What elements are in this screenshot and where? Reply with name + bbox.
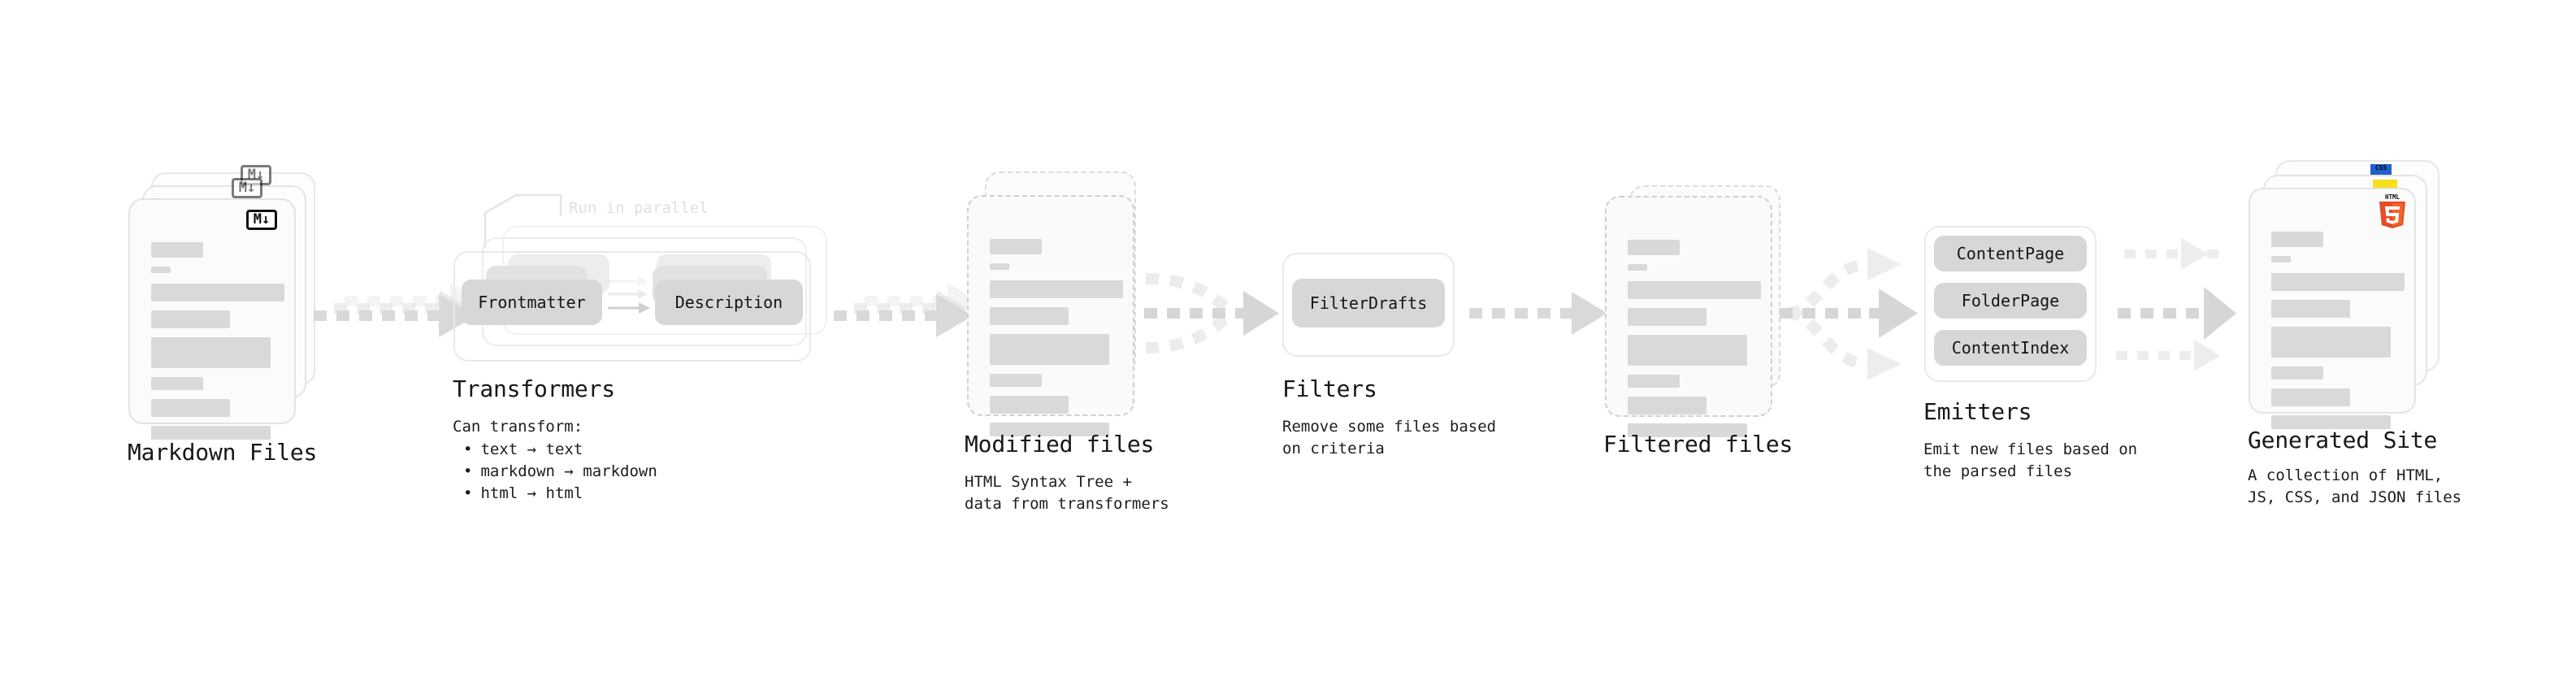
modified-files-subtitle: HTML Syntax Tree + data from transformer… [965,473,1169,513]
bullet-dot: • [463,462,473,480]
markdown-skeleton [151,242,284,449]
generated-site-subtitle: A collection of HTML, JS, CSS, and JSON … [2248,466,2462,506]
stage-title-filters: Filters [1282,375,1377,402]
svg-text:HTML: HTML [2385,193,2400,201]
transformers-subtitle: Can transform: [453,418,583,436]
run-in-parallel-label: Run in parallel [569,199,709,217]
emitter-node-folderpage[interactable]: FolderPage [1934,283,2087,319]
site-skeleton [2271,232,2405,438]
markdown-icon: M↓ [246,210,277,230]
bullet-text-2: html → html [480,484,583,502]
bullet-dot: • [463,484,473,502]
css-icon: CSS [2370,164,2392,175]
stage-title-generated-site: Generated Site [2248,427,2438,453]
markdown-card-front[interactable] [128,198,296,440]
bullet-text-1: markdown → markdown [480,462,657,480]
bullet-dot: • [463,440,473,458]
filtered-card-front[interactable] [1605,196,1772,437]
transformer-node-description[interactable]: Description [655,280,803,325]
modified-skeleton [990,239,1123,445]
transformer-group-front[interactable] [453,251,811,362]
site-card-front[interactable] [2249,188,2416,429]
emitter-node-contentindex[interactable]: ContentIndex [1934,330,2087,366]
emitters-subtitle: Emit new files based on the parsed files [1923,440,2138,480]
html5-icon: HTML [2379,193,2405,228]
emitters-group[interactable] [1924,226,2097,382]
transformers-bullets: • text → text • markdown → markdown • ht… [463,439,657,505]
modified-card-front[interactable] [967,195,1134,436]
emitter-node-contentpage[interactable]: ContentPage [1934,236,2087,271]
filters-group[interactable] [1282,253,1455,357]
markdown-icon-back-1: M↓ [232,178,262,198]
stage-title-emitters: Emitters [1923,398,2032,425]
stage-title-transformers: Transformers [453,375,615,402]
stage-title-markdown-files: Markdown Files [128,439,318,466]
transformer-node-frontmatter[interactable]: Frontmatter [462,280,602,325]
filters-subtitle: Remove some files based on criteria [1282,418,1497,458]
filter-node-filterdrafts[interactable]: FilterDrafts [1292,279,1445,327]
bullet-text-0: text → text [480,440,583,458]
filtered-skeleton [1628,240,1761,446]
stage-title-modified-files: Modified files [965,431,1155,458]
stage-title-filtered-files: Filtered files [1603,431,1793,458]
